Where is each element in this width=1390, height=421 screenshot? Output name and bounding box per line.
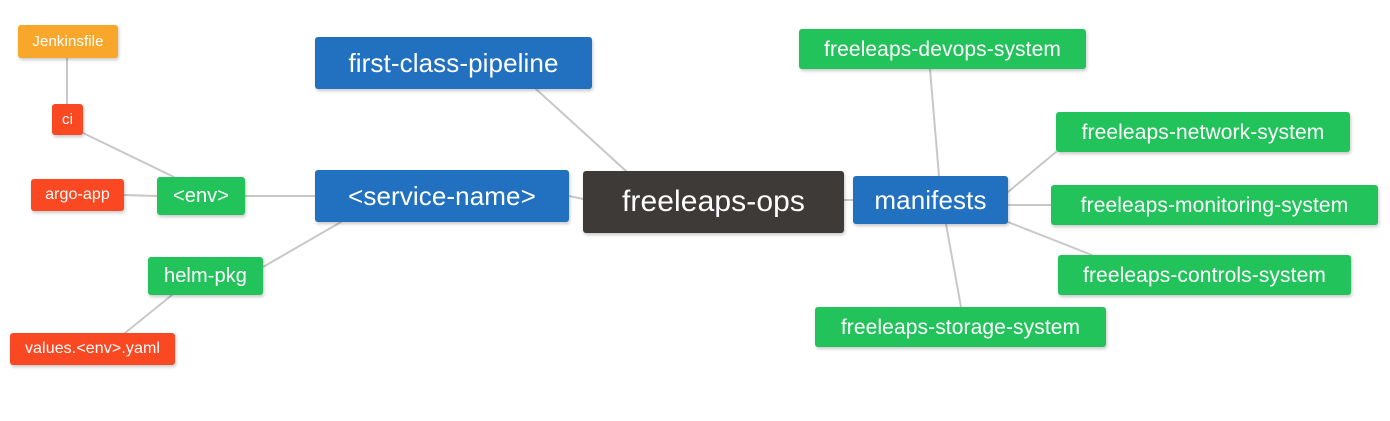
edge-manifests-to-freeleaps-network-system <box>1007 151 1057 193</box>
node-label-helm-pkg: helm-pkg <box>163 265 248 287</box>
node-freeleaps-ops[interactable]: freeleaps-ops <box>583 171 844 233</box>
node-freeleaps-network-system[interactable]: freeleaps-network-system <box>1056 112 1350 152</box>
node-label-manifests: manifests <box>874 185 987 215</box>
node-label-freeleaps-controls-system: freeleaps-controls-system <box>1083 263 1326 287</box>
node-values-env-yaml[interactable]: values.<env>.yaml <box>10 333 175 365</box>
edge-freeleaps-ops-to-service-name <box>568 195 584 200</box>
node-freeleaps-devops-system[interactable]: freeleaps-devops-system <box>799 29 1086 69</box>
node-first-class-pipeline[interactable]: first-class-pipeline <box>315 37 592 89</box>
edge-service-name-to-helm-pkg <box>262 221 342 268</box>
node-label-freeleaps-monitoring-system: freeleaps-monitoring-system <box>1080 193 1349 217</box>
edge-manifests-to-freeleaps-devops-system <box>929 68 940 177</box>
edge-manifests-to-freeleaps-controls-system <box>1007 221 1093 256</box>
node-label-ci: ci <box>61 111 74 128</box>
node-service-name[interactable]: <service-name> <box>315 170 569 222</box>
node-label-env: <env> <box>172 185 230 207</box>
node-label-jenkinsfile: Jenkinsfile <box>32 33 104 50</box>
node-label-argo-app: argo-app <box>45 186 110 203</box>
node-argo-app[interactable]: argo-app <box>31 179 124 211</box>
node-jenkinsfile[interactable]: Jenkinsfile <box>18 25 118 58</box>
node-manifests[interactable]: manifests <box>853 176 1008 224</box>
node-label-freeleaps-storage-system: freeleaps-storage-system <box>840 315 1081 339</box>
node-helm-pkg[interactable]: helm-pkg <box>148 257 263 295</box>
edge-helm-pkg-to-values-env-yaml <box>124 294 173 334</box>
node-label-service-name: <service-name> <box>348 181 536 211</box>
node-label-freeleaps-ops: freeleaps-ops <box>621 185 806 218</box>
node-freeleaps-controls-system[interactable]: freeleaps-controls-system <box>1058 255 1351 295</box>
node-freeleaps-monitoring-system[interactable]: freeleaps-monitoring-system <box>1051 185 1378 225</box>
node-freeleaps-storage-system[interactable]: freeleaps-storage-system <box>815 307 1106 347</box>
node-label-first-class-pipeline: first-class-pipeline <box>348 48 559 78</box>
edge-freeleaps-ops-to-first-class-pipeline <box>535 88 627 172</box>
node-ci[interactable]: ci <box>52 104 83 135</box>
edge-env-to-argo-app <box>123 194 158 197</box>
node-label-freeleaps-devops-system: freeleaps-devops-system <box>824 37 1061 61</box>
node-env[interactable]: <env> <box>157 177 245 215</box>
node-label-values-env-yaml: values.<env>.yaml <box>24 340 161 357</box>
node-label-freeleaps-network-system: freeleaps-network-system <box>1081 120 1325 144</box>
edge-manifests-to-freeleaps-storage-system <box>945 223 962 308</box>
edge-env-to-ci <box>82 132 175 178</box>
